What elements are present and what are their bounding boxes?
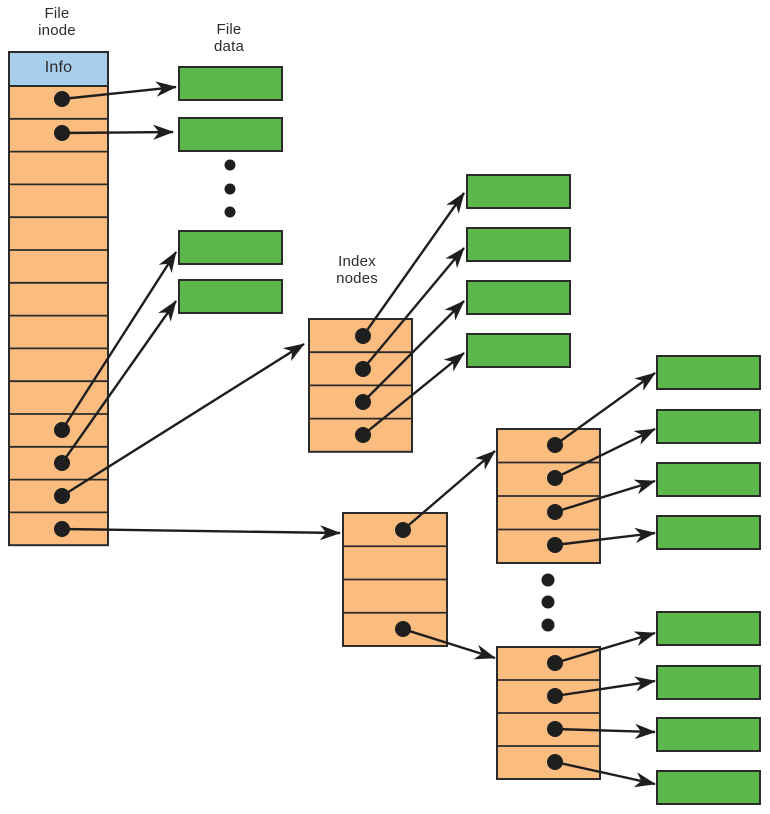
second-level-index-node-b-pointer-dot <box>547 655 563 671</box>
arrow-inode-direct-1-to-data-1 <box>61 81 177 101</box>
file-data-block-5 <box>466 174 571 209</box>
file-inode-table-pointer-dot <box>54 422 70 438</box>
arrow-inode-single-indirect <box>61 342 305 498</box>
second-level-index-node-b-pointer-dot <box>547 721 563 737</box>
file-inode-table-header <box>8 51 109 87</box>
arrow-double-4-to-second-level-b <box>402 627 496 660</box>
single-indirect-index-node-pointer-dot <box>355 394 371 410</box>
index-node-ellipsis-dot <box>541 573 555 587</box>
second-level-index-node-b-pointer-dot <box>547 754 563 770</box>
arrow-inode-direct-2-to-data-2 <box>61 124 174 140</box>
file-data-block-11 <box>656 462 761 497</box>
index-node-ellipsis-dot <box>541 595 555 609</box>
arrow-second-b-4-to-data-16 <box>554 760 656 788</box>
file-inode-table-pointer-dot <box>54 91 70 107</box>
arrow-double-1-to-second-level-a <box>402 450 496 531</box>
index-nodes-label: Index nodes <box>336 253 378 287</box>
arrow-indirect-4-to-data-8 <box>362 352 465 436</box>
single-indirect-index-node-pointer-dot <box>355 361 371 377</box>
arrow-inode-double-indirect <box>61 525 341 541</box>
arrow-second-a-1-to-data-9 <box>554 372 656 446</box>
file-data-ellipsis-dot <box>224 206 236 218</box>
index-node-ellipsis-dot <box>541 618 555 632</box>
second-level-index-node-b-pointer-dot <box>547 688 563 704</box>
file-inode-table-pointer-dot <box>54 125 70 141</box>
arrow-second-a-4-to-data-12 <box>554 527 656 547</box>
file-data-block-8 <box>466 333 571 368</box>
file-data-block-14 <box>656 665 761 700</box>
file-data-block-2 <box>178 117 283 152</box>
arrow-inode-direct-12-to-data-4 <box>61 300 177 464</box>
arrow-inode-direct-11-to-data-3 <box>60 251 178 431</box>
file-data-block-9 <box>656 355 761 390</box>
file-inode-label: File inode <box>38 5 76 39</box>
file-data-block-15 <box>656 717 761 752</box>
file-data-block-3 <box>178 230 283 265</box>
single-indirect-index-node-pointer-dot <box>355 427 371 443</box>
file-data-label: File data <box>214 21 244 55</box>
file-inode-table-pointer-dot <box>54 455 70 471</box>
file-data-block-6 <box>466 227 571 262</box>
double-indirect-index-node-pointer-dot <box>395 621 411 637</box>
arrow-indirect-3-to-data-7 <box>362 300 465 403</box>
arrow-indirect-2-to-data-6 <box>362 247 465 370</box>
arrow-second-a-2-to-data-10 <box>554 427 656 480</box>
arrow-second-b-3-to-data-15 <box>554 723 656 740</box>
second-level-index-node-a-pointer-dot <box>547 504 563 520</box>
arrow-second-a-3-to-data-11 <box>554 479 656 514</box>
arrow-second-b-2-to-data-14 <box>554 676 656 698</box>
file-data-ellipsis-dot <box>224 183 236 195</box>
file-data-block-10 <box>656 409 761 444</box>
double-indirect-index-node-pointer-dot <box>395 522 411 538</box>
file-inode-table-pointer-dot <box>54 488 70 504</box>
second-level-index-node-a-pointer-dot <box>547 470 563 486</box>
inode-info-header-label: Info <box>44 59 73 76</box>
arrow-second-b-1-to-data-13 <box>554 631 656 665</box>
arrow-indirect-1-to-data-5 <box>362 192 465 337</box>
file-data-block-4 <box>178 279 283 314</box>
second-level-index-node-a-pointer-dot <box>547 537 563 553</box>
file-data-block-12 <box>656 515 761 550</box>
single-indirect-index-node-pointer-dot <box>355 328 371 344</box>
file-data-block-16 <box>656 770 761 805</box>
second-level-index-node-a-pointer-dot <box>547 437 563 453</box>
file-inode-table-pointer-dot <box>54 521 70 537</box>
file-data-ellipsis-dot <box>224 159 236 171</box>
file-data-block-13 <box>656 611 761 646</box>
file-data-block-7 <box>466 280 571 315</box>
file-data-block-1 <box>178 66 283 101</box>
